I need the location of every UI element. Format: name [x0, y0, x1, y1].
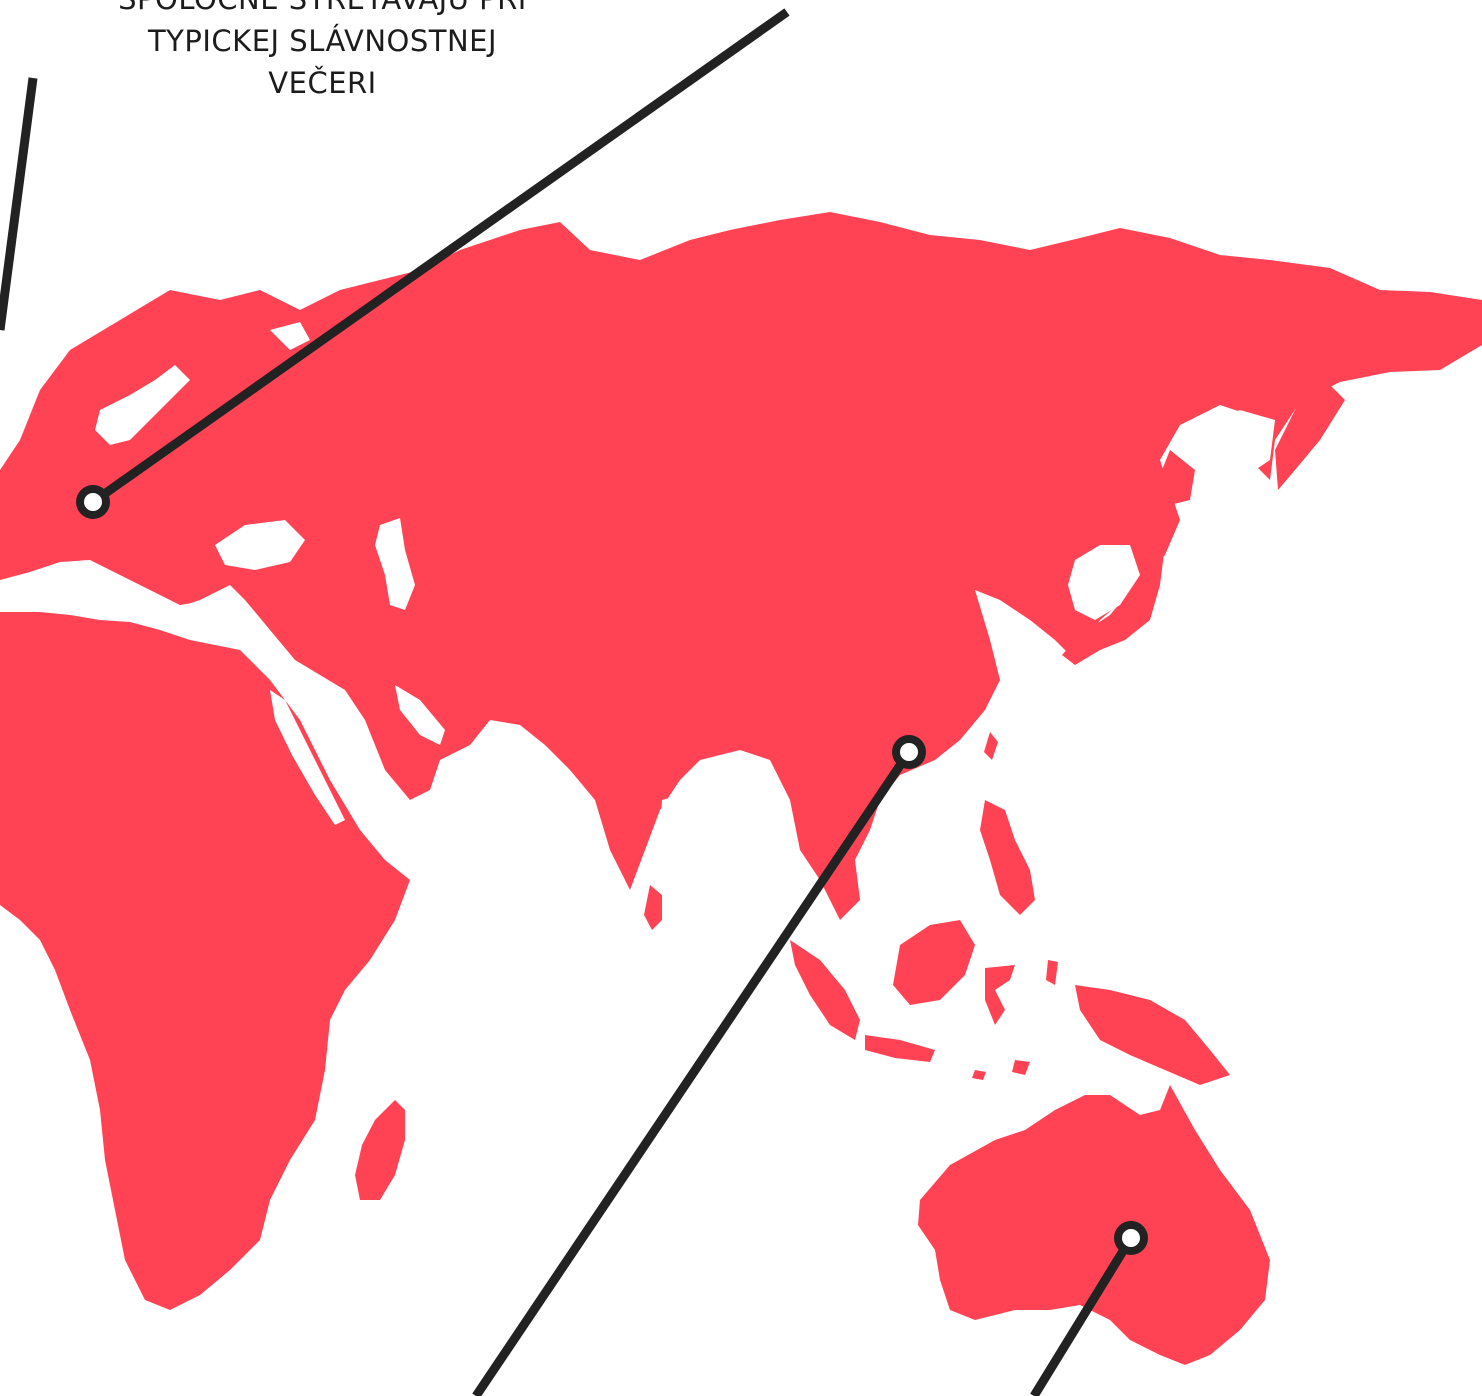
sri-lanka-landmass	[644, 885, 662, 930]
bay-of-bengal	[660, 785, 795, 925]
caption-line: VEČERI	[268, 66, 377, 100]
java-landmass	[865, 1035, 935, 1062]
sulawesi-landmass	[985, 965, 1015, 1025]
pointer-line-asia	[472, 749, 913, 1396]
africa-landmass	[0, 600, 410, 1310]
small-island	[972, 1070, 986, 1080]
caption-line: SPOLOČNE STRETÁVAJÚ PRI	[40, 0, 605, 20]
red-sea	[270, 690, 345, 825]
small-island	[1012, 1060, 1030, 1075]
persian-gulf	[395, 685, 445, 745]
small-island	[1046, 960, 1058, 985]
japan-landmass	[1062, 530, 1165, 665]
pointer-line-europe	[90, 8, 790, 506]
pointer-line-australia	[1030, 1235, 1135, 1396]
black-sea	[215, 520, 305, 570]
eurasia-landmass	[0, 212, 1482, 920]
mediterranean-sea	[0, 560, 265, 640]
sea-of-okhotsk	[1195, 410, 1275, 480]
south-china-sea	[875, 785, 980, 920]
white-sea	[270, 322, 310, 350]
sumatra-landmass	[790, 940, 860, 1040]
new-guinea-landmass	[1075, 985, 1230, 1085]
caspian-sea	[375, 518, 415, 610]
caption-text: SPOLOČNE STRETÁVAJÚ PRI TYPICKEJ SLÁVNOS…	[40, 0, 605, 104]
location-ring-icon[interactable]	[892, 735, 926, 769]
kamchatka-landmass	[1275, 385, 1345, 490]
sea-of-japan	[1068, 545, 1140, 620]
madagascar-landmass	[355, 1100, 405, 1200]
location-ring-icon[interactable]	[1114, 1221, 1148, 1255]
australia-landmass	[918, 1085, 1270, 1365]
baltic-sea	[95, 365, 190, 445]
philippines-landmass	[980, 800, 1035, 915]
location-ring-icon[interactable]	[76, 485, 110, 519]
taiwan-landmass	[984, 732, 998, 760]
borneo-landmass	[893, 920, 975, 1005]
caption-line: TYPICKEJ SLÁVNOSTNEJ	[147, 24, 498, 58]
hokkaido-landmass	[1158, 450, 1195, 505]
pointer-line-left	[0, 77, 38, 331]
